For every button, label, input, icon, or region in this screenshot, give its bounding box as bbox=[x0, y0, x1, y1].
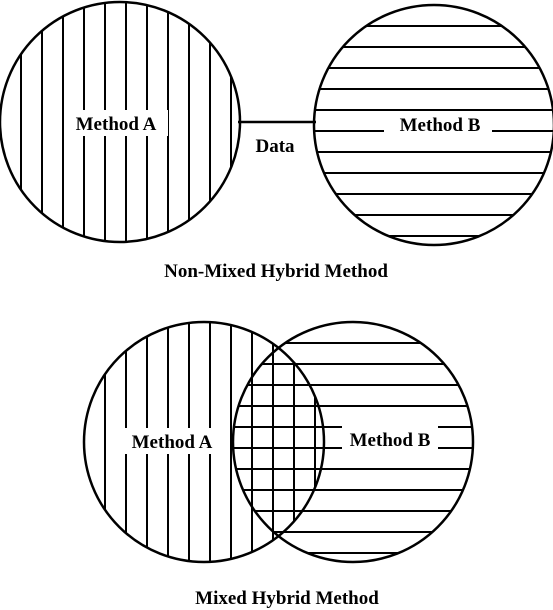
method-a-label-bg bbox=[64, 110, 168, 136]
method-b-label: Method B bbox=[400, 115, 481, 136]
method-a-label-bg bbox=[124, 428, 222, 454]
non-mixed-section: Method A Method B Data Non-Mixed Hybrid … bbox=[0, 0, 553, 282]
data-label: Data bbox=[255, 136, 295, 157]
method-b-label-bg bbox=[342, 426, 438, 452]
method-a-label: Method A bbox=[76, 114, 157, 135]
method-a-circle bbox=[82, 320, 326, 564]
method-b-circle bbox=[231, 320, 475, 564]
method-a-label: Method A bbox=[132, 432, 213, 453]
mixed-section: Method A Method B Mixed Hybrid Method bbox=[82, 320, 475, 609]
method-b-label: Method B bbox=[350, 430, 431, 451]
non-mixed-caption: Non-Mixed Hybrid Method bbox=[164, 261, 388, 282]
mixed-caption: Mixed Hybrid Method bbox=[195, 588, 379, 609]
method-b-label-bg bbox=[384, 112, 492, 138]
